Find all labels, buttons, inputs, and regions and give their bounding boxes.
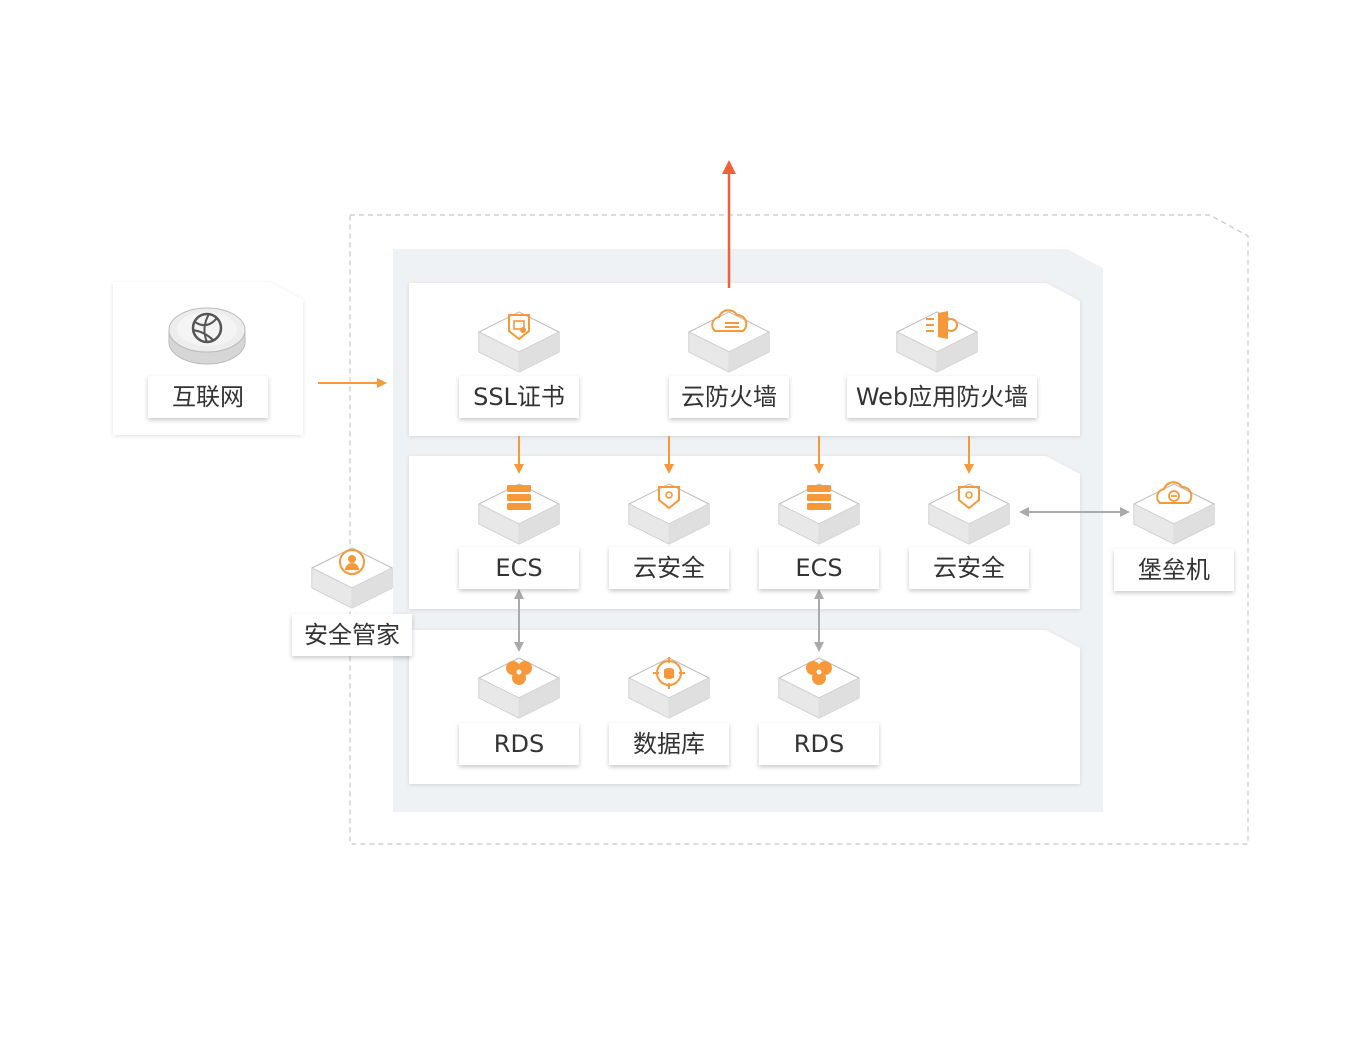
cloud-firewall-node[interactable] — [688, 309, 770, 373]
internet-label-box: 互联网 — [148, 376, 268, 418]
cloud-firewall-icon — [711, 309, 748, 332]
cloud-security-1-label: 云安全 — [633, 554, 705, 582]
cloud-security-node-1[interactable] — [628, 483, 710, 545]
ssl-label: SSL证书 — [473, 383, 565, 411]
server-icon — [507, 485, 531, 510]
cloud-security-node-2[interactable] — [928, 483, 1010, 545]
rds-2-label-box: RDS — [759, 723, 879, 765]
waf-label: Web应用防火墙 — [856, 383, 1028, 411]
globe-icon — [168, 307, 246, 365]
security-manager-node[interactable] — [311, 547, 393, 609]
cloud-security-2-label: 云安全 — [933, 554, 1005, 582]
rds-node-1[interactable] — [478, 657, 560, 719]
database-label: 数据库 — [633, 730, 705, 758]
database-label-box: 数据库 — [609, 723, 729, 765]
ssl-node[interactable] — [478, 311, 560, 373]
vpc-boundary — [349, 214, 1249, 845]
security-manager-label-box: 安全管家 — [292, 614, 412, 656]
ecs-node-1[interactable] — [478, 483, 560, 545]
waf-label-box: Web应用防火墙 — [847, 376, 1037, 418]
cloud-security-2-label-box: 云安全 — [909, 547, 1029, 589]
security-manager-label: 安全管家 — [304, 621, 400, 649]
bastion-label: 堡垒机 — [1138, 556, 1210, 584]
ecs-1-label-box: ECS — [459, 547, 579, 589]
ssl-label-box: SSL证书 — [459, 376, 579, 418]
rds-icon — [806, 661, 832, 685]
rds-icon — [506, 661, 532, 685]
waf-node[interactable] — [896, 311, 978, 373]
rds-2-label: RDS — [794, 730, 844, 758]
database-target-icon — [653, 657, 685, 689]
cloud-firewall-label: 云防火墙 — [681, 383, 777, 411]
cloud-firewall-label-box: 云防火墙 — [669, 376, 789, 418]
ecs-node-2[interactable] — [778, 483, 860, 545]
ecs-2-label-box: ECS — [759, 547, 879, 589]
bastion-cloud-icon — [1156, 481, 1193, 504]
shield-icon — [658, 486, 680, 510]
security-expert-icon — [339, 549, 365, 575]
ecs-2-label: ECS — [795, 554, 842, 582]
internet-label: 互联网 — [172, 383, 244, 411]
server-icon — [807, 485, 831, 510]
shield-icon — [958, 486, 980, 510]
ecs-1-label: ECS — [495, 554, 542, 582]
cloud-security-1-label-box: 云安全 — [609, 547, 729, 589]
database-node[interactable] — [628, 657, 710, 719]
rds-1-label-box: RDS — [459, 723, 579, 765]
certificate-icon — [508, 314, 530, 341]
rds-node-2[interactable] — [778, 657, 860, 719]
bastion-label-box: 堡垒机 — [1114, 549, 1234, 591]
bastion-node[interactable] — [1133, 481, 1215, 545]
waf-icon — [926, 311, 958, 339]
rds-1-label: RDS — [494, 730, 544, 758]
